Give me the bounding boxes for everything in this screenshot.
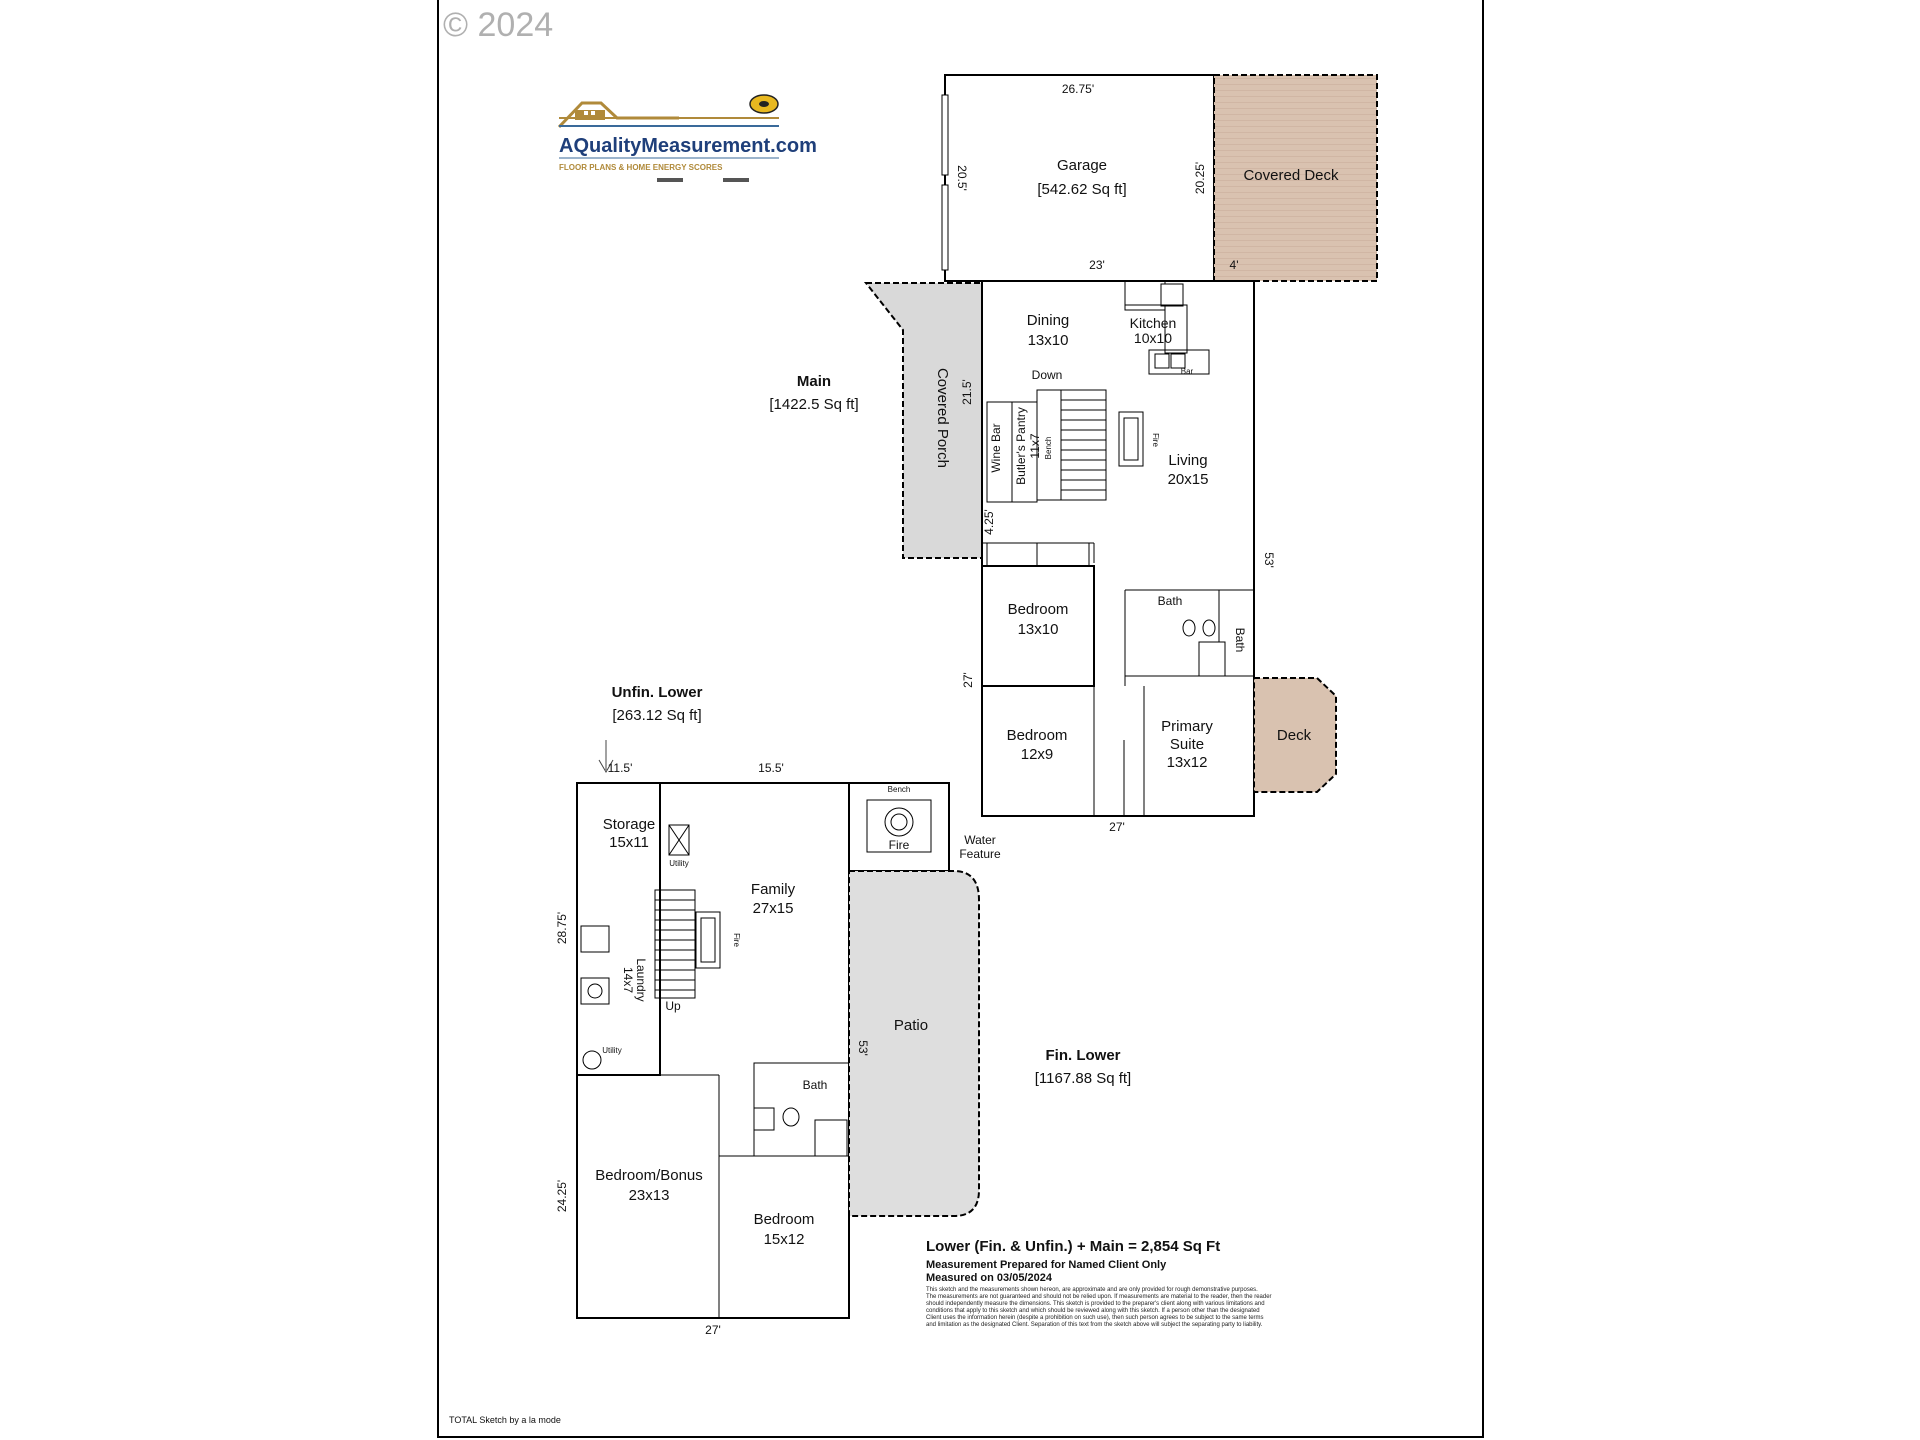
logo-tagline: FLOOR PLANS & HOME ENERGY SCORES <box>559 163 723 172</box>
primary-suite-size: 13x12 <box>1167 754 1208 771</box>
disclaimer-line-5: Client uses the information herein (desp… <box>926 1315 1264 1321</box>
disclaimer-line-3: should independently measure the dimensi… <box>926 1301 1265 1307</box>
lower-stairs <box>654 889 696 999</box>
dim-main-step: 4.25' <box>982 509 996 535</box>
dim-main-left: 21.5' <box>960 379 974 405</box>
total-area-summary: Lower (Fin. & Unfin.) + Main = 2,854 Sq … <box>926 1238 1220 1255</box>
fire-pit-bench-label: Bench <box>888 785 911 794</box>
patio-area <box>848 870 980 1217</box>
bedroom-bonus-size: 23x13 <box>629 1187 670 1204</box>
unfin-lower-title: Unfin. Lower <box>612 684 703 701</box>
utility-label-1: Utility <box>669 859 689 868</box>
storage-size: 15x11 <box>609 834 649 851</box>
bath-lower-label: Bath <box>803 1078 828 1092</box>
prepared-for-note: Measurement Prepared for Named Client On… <box>926 1259 1167 1271</box>
dim-garage-right: 20.25' <box>1193 162 1207 194</box>
fin-lower-title: Fin. Lower <box>1046 1047 1121 1064</box>
fire-pit-area <box>848 782 950 872</box>
deck-label: Deck <box>1277 727 1312 744</box>
dim-main-bottom: 27' <box>1109 820 1125 834</box>
covered-porch-area <box>863 282 983 559</box>
disclaimer-line-1: This sketch and the measurements shown h… <box>926 1287 1258 1293</box>
bedroom-main-1-label: Bedroom <box>1008 601 1069 618</box>
utility-label-2: Utility <box>602 1046 622 1055</box>
dim-main-right: 53' <box>1262 552 1276 568</box>
family-label: Family <box>751 881 796 898</box>
patio-label: Patio <box>894 1017 928 1034</box>
living-size: 20x15 <box>1168 471 1209 488</box>
dim-garage-left: 20.5' <box>955 165 969 191</box>
covered-deck-area <box>1213 74 1378 282</box>
dim-lower-top-right: 15.5' <box>758 761 784 775</box>
dim-lower-left-lower: 24.25' <box>555 1180 569 1212</box>
disclaimer-line-2: The measurements are not guaranteed and … <box>926 1294 1272 1300</box>
laundry-label: Laundry <box>634 958 648 1001</box>
stairs-up-label: Up <box>665 999 681 1013</box>
dim-main-left-lower: 27' <box>961 672 975 688</box>
main-bench-label: Bench <box>1044 437 1053 460</box>
dim-lower-bottom: 27' <box>705 1323 721 1337</box>
bedroom-lower-label: Bedroom <box>754 1211 815 1228</box>
logo-name: AQualityMeasurement.com <box>559 135 817 157</box>
kitchen-label: Kitchen <box>1130 315 1177 331</box>
lower-fire-label: Fire <box>732 933 741 947</box>
disclaimer-line-6: and limitation as the designated Client.… <box>926 1322 1263 1328</box>
dining-label: Dining <box>1027 312 1070 329</box>
stairs-down-label: Down <box>1032 368 1063 382</box>
bedroom-main-2-label: Bedroom <box>1007 727 1068 744</box>
fin-lower-area: [1167.88 Sq ft] <box>1035 1070 1131 1087</box>
primary-suite-label-2: Suite <box>1170 736 1204 753</box>
wine-bar-label: Wine Bar <box>989 423 1003 472</box>
main-stairs <box>1060 389 1107 501</box>
disclaimer-line-4: conditions that apply to this sketch and… <box>926 1308 1260 1314</box>
living-label: Living <box>1168 452 1207 469</box>
bedroom-main-2-size: 12x9 <box>1021 746 1054 763</box>
kitchen-size: 10x10 <box>1134 330 1172 346</box>
covered-porch-label: Covered Porch <box>934 368 951 468</box>
fire-pit-label: Fire <box>889 838 910 852</box>
storage-label: Storage <box>603 816 656 833</box>
butlers-pantry-label: Butler's Pantry <box>1014 407 1028 485</box>
garage-area <box>944 74 1215 282</box>
water-feature-label-1: Water <box>964 833 996 847</box>
garage-label: Garage <box>1057 157 1107 174</box>
dim-garage-bottom: 23' <box>1089 258 1105 272</box>
dim-lower-left-upper: 28.75' <box>555 912 569 944</box>
copyright-mark: © 2024 <box>443 6 553 44</box>
butlers-pantry-size: 11x7 <box>1028 433 1042 458</box>
measured-date: Measured on 03/05/2024 <box>926 1272 1053 1284</box>
bath-main-2-label: Bath <box>1233 628 1247 653</box>
floor-plan-drawing: © 2024 AQualityMeasurement.com FLOOR PLA… <box>443 6 1378 1425</box>
water-feature-label-2: Feature <box>959 847 1001 861</box>
laundry-size: 14x7 <box>621 967 635 993</box>
company-logo: AQualityMeasurement.com FLOOR PLANS & HO… <box>557 94 817 182</box>
dim-deck-bottom: 4' <box>1230 258 1239 272</box>
dining-size: 13x10 <box>1028 332 1069 349</box>
sketch-software-footer: TOTAL Sketch by a la mode <box>449 1415 561 1425</box>
garage-area-label: [542.62 Sq ft] <box>1037 181 1126 198</box>
bedroom-main-1-size: 13x10 <box>1018 621 1059 638</box>
primary-suite-label-1: Primary <box>1161 718 1213 735</box>
main-level-area: [1422.5 Sq ft] <box>769 396 858 413</box>
family-size: 27x15 <box>753 900 794 917</box>
bath-main-1-label: Bath <box>1158 594 1183 608</box>
dim-garage-top: 26.75' <box>1062 82 1094 96</box>
dim-lower-top-left: 11.5' <box>608 761 633 775</box>
main-fire-label: Fire <box>1151 433 1160 447</box>
kitchen-bar-label: Bar <box>1181 367 1194 376</box>
main-level-title: Main <box>797 373 831 390</box>
floor-plan-sheet: © 2024 AQualityMeasurement.com FLOOR PLA… <box>437 0 1484 1438</box>
bedroom-lower-size: 15x12 <box>764 1231 805 1248</box>
covered-deck-label: Covered Deck <box>1243 167 1339 184</box>
dim-lower-right: 53' <box>856 1040 870 1056</box>
unfin-lower-area: [263.12 Sq ft] <box>612 707 701 724</box>
bedroom-bonus-label: Bedroom/Bonus <box>595 1167 703 1184</box>
deck-area <box>1253 677 1337 793</box>
